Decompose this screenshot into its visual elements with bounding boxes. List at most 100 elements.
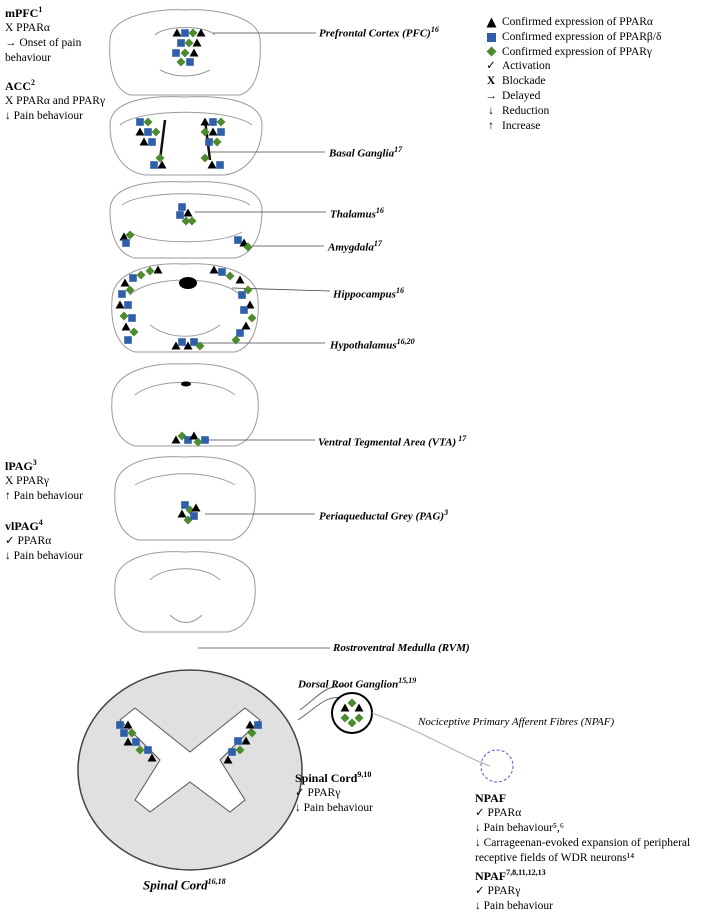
ppar-gamma-marker bbox=[231, 335, 241, 345]
legend-item-activation: ✓Activation bbox=[486, 60, 551, 73]
note-spinal-cord: Spinal Cord9,10 ✓ PPARγ↓ Pain behaviour bbox=[295, 770, 373, 814]
ppar-gamma-marker bbox=[180, 48, 190, 58]
ppar-beta-delta-marker bbox=[228, 748, 236, 756]
ppar-beta-delta-marker bbox=[144, 128, 152, 136]
ppar-gamma-marker bbox=[216, 117, 226, 127]
ppar-beta-delta-marker bbox=[150, 161, 158, 169]
legend-text: Confirmed expression of PPARβ/δ bbox=[502, 30, 662, 43]
ppar-beta-delta-marker bbox=[236, 329, 244, 337]
ppar-alpha-marker bbox=[354, 703, 364, 712]
ppar-gamma-marker bbox=[135, 745, 145, 755]
rvm-section bbox=[114, 551, 256, 633]
pag-section bbox=[114, 456, 256, 541]
ppar-alpha-marker bbox=[200, 117, 210, 126]
ppar-beta-delta-marker bbox=[190, 338, 198, 346]
ppar-gamma-marker bbox=[212, 137, 222, 147]
ppar-beta-delta-marker bbox=[234, 236, 242, 244]
ppar-beta-delta-marker bbox=[128, 314, 136, 322]
ppar-alpha-marker bbox=[196, 28, 206, 37]
legend-item-reduction: ↓Reduction bbox=[488, 104, 550, 117]
legend-text: Reduction bbox=[502, 104, 550, 117]
ppar-alpha-marker bbox=[192, 38, 202, 47]
label-vta: Ventral Tegmental Area (VTA) 17 bbox=[318, 434, 467, 449]
ppar-gamma-marker bbox=[340, 713, 350, 723]
ppar-beta-delta-marker bbox=[190, 512, 198, 520]
ppar-beta-delta-marker bbox=[178, 203, 186, 211]
legend-text: Increase bbox=[502, 119, 541, 132]
npaf-terminal bbox=[480, 749, 514, 783]
ppar-beta-delta-marker bbox=[181, 29, 189, 37]
ppar-alpha-marker bbox=[189, 48, 199, 57]
ppar-beta-delta-marker bbox=[177, 39, 185, 47]
ppar-gamma-marker bbox=[119, 311, 129, 321]
ppar-beta-delta-marker bbox=[181, 501, 189, 509]
ppar-beta-delta-marker bbox=[118, 290, 126, 298]
ppar-gamma-marker bbox=[247, 313, 257, 323]
ppar-gamma-marker bbox=[127, 728, 137, 738]
legend-item-delayed: →Delayed bbox=[485, 89, 541, 102]
ppar-beta-delta-marker bbox=[122, 239, 130, 247]
ppar-beta-delta-marker bbox=[240, 306, 248, 314]
ppar-gamma-marker bbox=[184, 38, 194, 48]
ppar-gamma-marker bbox=[195, 341, 205, 351]
ppar-alpha-marker bbox=[241, 736, 251, 745]
ppar-alpha-marker bbox=[340, 703, 350, 712]
ppar-alpha-marker bbox=[208, 127, 218, 136]
grey-matter bbox=[119, 707, 261, 813]
label-hypothalamus: Hypothalamus16,20 bbox=[330, 337, 415, 352]
legend: Confirmed expression of PPARα Confirmed … bbox=[483, 15, 661, 133]
ppar-alpha-marker bbox=[191, 503, 201, 512]
ppar-alpha-marker bbox=[139, 137, 149, 146]
ppar-alpha-marker bbox=[183, 208, 193, 217]
legend-item-increase: ↑Increase bbox=[488, 119, 541, 132]
ppar-gamma-marker bbox=[235, 745, 245, 755]
ppar-beta-delta-marker bbox=[184, 436, 192, 444]
label-rvm: Rostroventral Medulla (RVM) bbox=[333, 642, 470, 654]
ppar-alpha-marker bbox=[235, 275, 245, 284]
ppar-alpha-marker bbox=[115, 300, 125, 309]
label-hippocampus: Hippocampus16 bbox=[333, 286, 404, 301]
ppar-alpha-marker bbox=[171, 341, 181, 350]
ppar-gamma-marker bbox=[247, 728, 257, 738]
ppar-alpha-marker bbox=[177, 509, 187, 518]
ppar-alpha-marker bbox=[123, 720, 133, 729]
ppar-gamma-marker bbox=[347, 698, 357, 708]
legend-text: Activation bbox=[502, 60, 551, 73]
label-npaf: Nociceptive Primary Afferent Fibres (NPA… bbox=[418, 716, 615, 728]
hippocampus-section bbox=[111, 263, 259, 353]
ppar-beta-delta-marker bbox=[216, 161, 224, 169]
ppar-gamma-marker bbox=[145, 266, 155, 276]
legend-item-ppar-beta-delta: Confirmed expression of PPARβ/δ bbox=[483, 30, 661, 45]
ppar-alpha-marker bbox=[135, 127, 145, 136]
ppar-alpha-marker bbox=[209, 265, 219, 274]
label-spinal-cord: Spinal Cord16,18 bbox=[143, 877, 226, 893]
thalamus-section bbox=[109, 181, 263, 259]
ppar-gamma-marker bbox=[151, 127, 161, 137]
ppar-alpha-marker bbox=[153, 265, 163, 274]
note-lpag: lPAG3 X PPARγ↑ Pain behaviour bbox=[5, 458, 83, 502]
ppar-gamma-marker bbox=[193, 437, 203, 447]
ppar-gamma-marker bbox=[347, 718, 357, 728]
ppar-beta-delta-marker bbox=[124, 336, 132, 344]
ppar-beta-delta-marker bbox=[132, 738, 140, 746]
note-npaf-gamma: NPAF7,8,11,12,13 ✓ PPARγ↓ Pain behaviour bbox=[475, 868, 553, 912]
legend-text: Confirmed expression of PPARγ bbox=[502, 45, 653, 58]
note-acc: ACC2 X PPARα and PPARγ↓ Pain behaviour bbox=[5, 78, 106, 122]
ppar-alpha-marker bbox=[245, 720, 255, 729]
label-drg: Dorsal Root Ganglion15,19 bbox=[298, 676, 417, 691]
ppar-beta-delta-marker bbox=[218, 268, 226, 276]
ppar-beta-delta-marker bbox=[144, 746, 152, 754]
label-amygdala: Amygdala17 bbox=[328, 239, 382, 254]
label-basal-ganglia: Basal Ganglia17 bbox=[329, 145, 403, 160]
ppar-gamma-marker bbox=[187, 216, 197, 226]
ppar-gamma-marker bbox=[243, 242, 253, 252]
ppar-beta-delta-marker bbox=[254, 721, 262, 729]
ppar-alpha-marker bbox=[183, 341, 193, 350]
ppar-gamma-marker bbox=[143, 117, 153, 127]
vta-section bbox=[111, 363, 259, 447]
ppar-alpha-marker bbox=[123, 737, 133, 746]
ppar-beta-delta-marker bbox=[124, 301, 132, 309]
